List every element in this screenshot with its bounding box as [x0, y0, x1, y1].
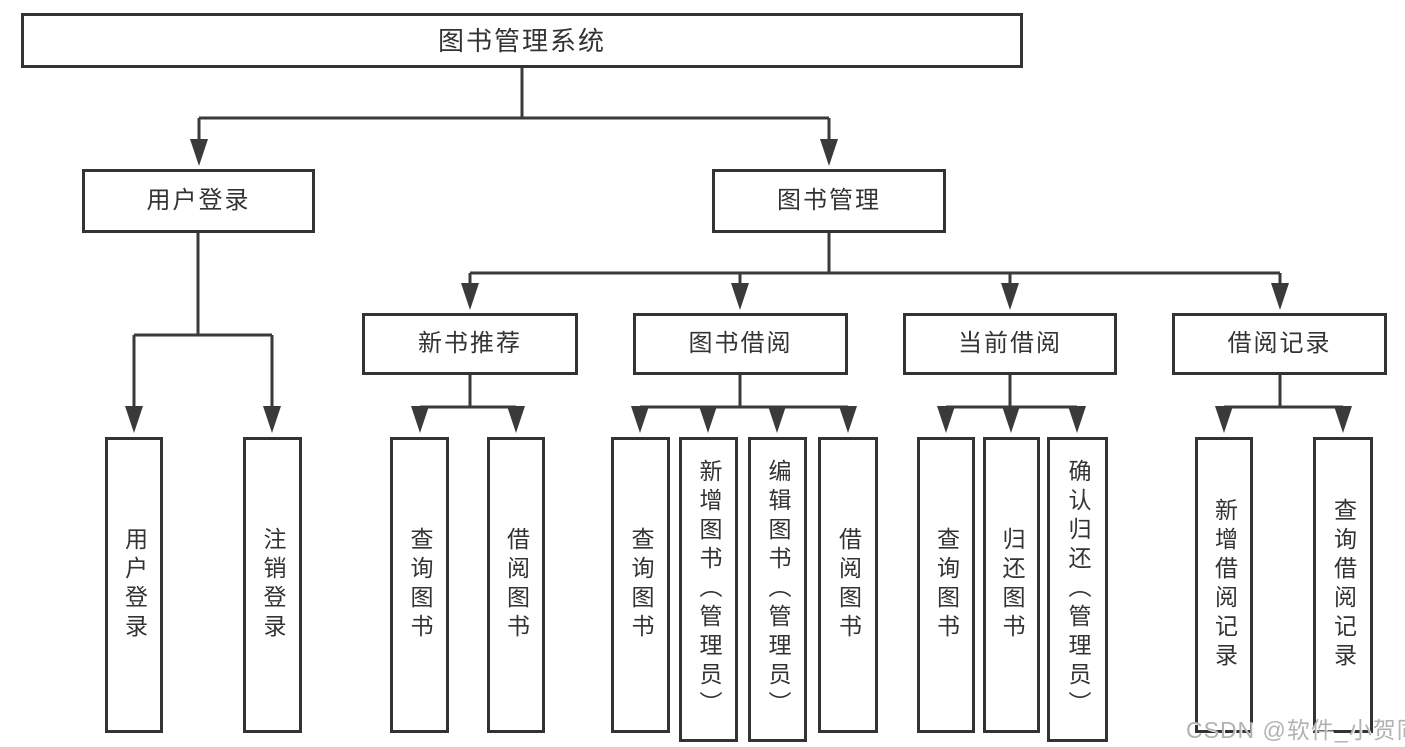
leaf-query-books-recommend: 查询图书	[390, 437, 449, 733]
node-book-borrowing: 图书借阅	[633, 313, 848, 375]
leaf-add-books-admin: 新增图书（管理员）	[679, 437, 738, 742]
leaf-confirm-return-admin: 确认归还（管理员）	[1047, 437, 1108, 742]
leaf-return-books: 归还图书	[983, 437, 1040, 733]
node-new-book-recommend: 新书推荐	[362, 313, 578, 375]
leaf-add-borrow-record: 新增借阅记录	[1195, 437, 1253, 733]
leaf-user-login: 用户登录	[105, 437, 163, 733]
node-current-borrowing: 当前借阅	[903, 313, 1117, 375]
leaf-borrow-books-recommend: 借阅图书	[487, 437, 545, 733]
leaf-query-books-borrowing: 查询图书	[611, 437, 670, 733]
node-user-login: 用户登录	[82, 169, 315, 233]
node-borrowing-records: 借阅记录	[1172, 313, 1387, 375]
leaf-query-books-current: 查询图书	[917, 437, 975, 733]
leaf-edit-books-admin: 编辑图书（管理员）	[748, 437, 807, 742]
node-library-management-system: 图书管理系统	[21, 13, 1023, 68]
watermark: CSDN @软件_小贺同学	[1186, 717, 1405, 743]
leaf-borrow-books-borrowing: 借阅图书	[818, 437, 878, 733]
leaf-query-borrow-record: 查询借阅记录	[1313, 437, 1373, 733]
node-book-management: 图书管理	[712, 169, 946, 233]
leaf-logout: 注销登录	[243, 437, 302, 733]
